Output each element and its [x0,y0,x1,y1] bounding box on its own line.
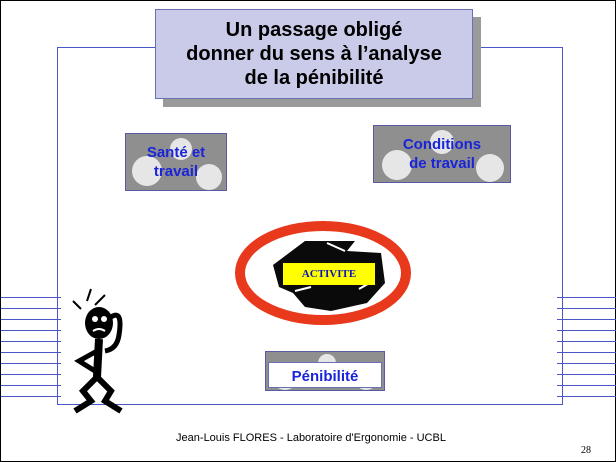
footer-text: Jean-Louis FLORES - Laboratoire d'Ergono… [176,432,446,444]
penibilite-label-bg [268,362,382,388]
conditions-line-2: de travail [409,155,475,172]
conditions-line-1: Conditions [402,136,482,153]
penibilite-label: Pénibilité [291,367,359,385]
title-line-2: donner du sens à l’analyse [186,43,442,65]
title-line-1: Un passage obligé [225,19,403,41]
title-line-3: de la pénibilité [244,67,384,89]
gear-icon [430,130,454,154]
right-stripes [557,297,616,399]
gear-icon [196,164,222,190]
slide-title: Un passage obligé donner du sens à l’ana… [155,9,473,99]
left-stripes [1,297,61,399]
gear-icon [132,156,162,186]
gear-icon [382,150,412,180]
conditions-travail-box: Conditions de travail [373,125,511,183]
sante-travail-box: Santé et travail [125,133,227,191]
gear-icon [170,138,192,160]
confused-stick-figure-icon [72,288,123,414]
sante-line-2: travail [153,163,199,180]
gear-icon [476,154,504,182]
sante-line-1: Santé et [146,144,206,161]
activity-label: ACTIVITE [283,263,375,285]
page-number: 28 [581,445,591,456]
penibilite-box: Pénibilité [265,351,385,391]
